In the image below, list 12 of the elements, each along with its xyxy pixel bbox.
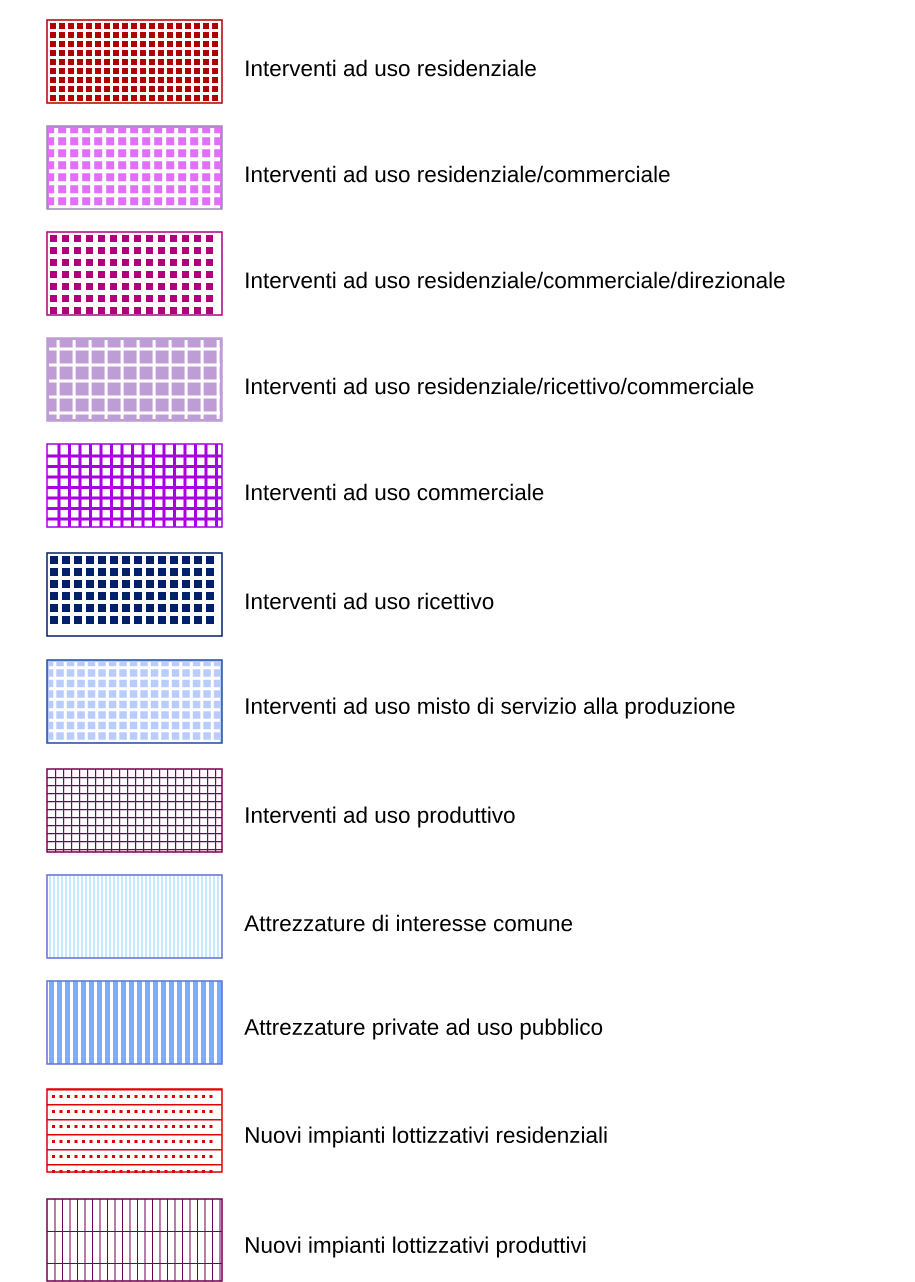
legend-label: Interventi ad uso residenziale bbox=[246, 59, 536, 77]
legend-label: Nuovi impianti lottizzativi residenziali bbox=[246, 1126, 607, 1148]
legend-label: Interventi ad uso residenziale/commerciale/direzionale bbox=[246, 271, 785, 289]
legend-label: Attrezzature di interesse comune bbox=[244, 914, 573, 932]
legend-label: Interventi ad uso ricettivo bbox=[246, 592, 494, 610]
legend-label: Attrezzature private ad uso pubblico bbox=[244, 1018, 603, 1040]
legend-label: Interventi ad uso residenziale/ricettivo/commerciale bbox=[246, 377, 754, 395]
legend-label: Nuovi impianti lottizzativi produttivi bbox=[246, 1236, 586, 1258]
legend-label: Interventi ad uso produttivo bbox=[246, 806, 515, 828]
legend-label: Interventi ad uso commerciale bbox=[246, 483, 544, 501]
legend-label: Interventi ad uso residenziale/commerciale bbox=[246, 165, 670, 183]
legend-label: Interventi ad uso misto di servizio alla produzione bbox=[246, 697, 735, 719]
